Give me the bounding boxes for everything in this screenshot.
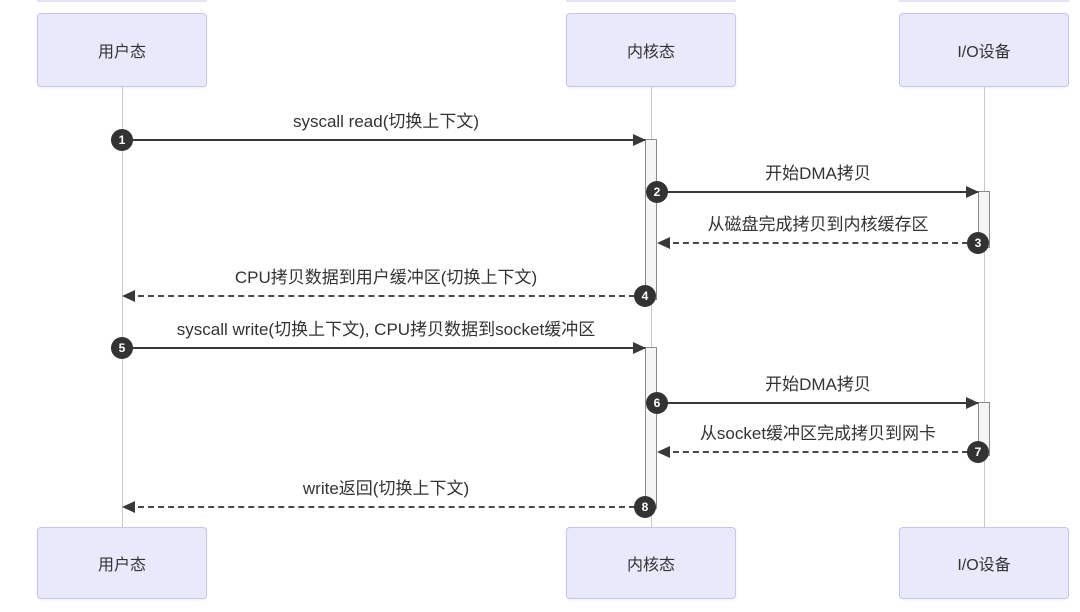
- message-4-label: CPU拷贝数据到用户缓冲区(切换上下文): [234, 268, 538, 287]
- message-1-line: [122, 139, 645, 141]
- sequence-marker-2: 2: [646, 181, 668, 203]
- actor-label-user: 用户态: [97, 557, 146, 574]
- message-6-label: 开始DMA拷贝: [765, 375, 871, 394]
- activation-kernel-read: [645, 139, 657, 300]
- arrowhead-left-icon: [657, 446, 670, 458]
- actor-box-user-bottom: 用户态: [37, 527, 207, 599]
- actor-label-user: 用户态: [97, 44, 146, 61]
- arrowhead-left-icon: [657, 237, 670, 249]
- message-4-line: [128, 295, 645, 297]
- message-8-label: write返回(切换上下文): [302, 479, 470, 498]
- message-3-label: 从磁盘完成拷贝到内核缓存区: [707, 215, 929, 234]
- lifeline-kernel: [651, 87, 652, 528]
- actor-box-io-top: I/O设备: [899, 13, 1069, 87]
- message-3-line: [663, 242, 978, 244]
- top-crop-strip: [899, 0, 1069, 2]
- sequence-marker-6: 6: [646, 392, 668, 414]
- arrowhead-right-icon: [633, 342, 646, 354]
- activation-kernel-write: [645, 347, 657, 509]
- message-7-label: 从socket缓冲区完成拷贝到网卡: [699, 424, 937, 443]
- actor-box-kernel-top: 内核态: [566, 13, 736, 87]
- sequence-marker-8: 8: [634, 496, 656, 518]
- message-6-line: [657, 402, 978, 404]
- actor-box-io-bottom: I/O设备: [899, 527, 1069, 599]
- arrowhead-right-icon: [633, 134, 646, 146]
- arrowhead-right-icon: [966, 186, 979, 198]
- message-5-label: syscall write(切换上下文), CPU拷贝数据到socket缓冲区: [176, 320, 596, 339]
- actor-label-kernel: 内核态: [626, 44, 675, 61]
- message-2-line: [657, 191, 978, 193]
- arrowhead-left-icon: [122, 290, 135, 302]
- message-7-line: [663, 451, 978, 453]
- arrowhead-left-icon: [122, 501, 135, 513]
- lifeline-user: [122, 87, 123, 528]
- actor-box-user-top: 用户态: [37, 13, 207, 87]
- sequence-marker-7: 7: [967, 441, 989, 463]
- actor-box-kernel-bottom: 内核态: [566, 527, 736, 599]
- message-1-label: syscall read(切换上下文): [292, 112, 480, 131]
- actor-label-kernel: 内核态: [626, 557, 675, 574]
- lifeline-io: [984, 87, 985, 528]
- sequence-marker-1: 1: [111, 129, 133, 151]
- sequence-marker-3: 3: [967, 232, 989, 254]
- message-5-line: [122, 347, 645, 349]
- message-2-label: 开始DMA拷贝: [765, 164, 871, 183]
- actor-label-io: I/O设备: [957, 557, 1011, 574]
- sequence-marker-4: 4: [634, 285, 656, 307]
- sequence-marker-5: 5: [111, 337, 133, 359]
- actor-label-io: I/O设备: [957, 44, 1011, 61]
- message-8-line: [128, 506, 645, 508]
- top-crop-strip: [566, 0, 736, 2]
- arrowhead-right-icon: [966, 397, 979, 409]
- top-crop-strip: [37, 0, 207, 2]
